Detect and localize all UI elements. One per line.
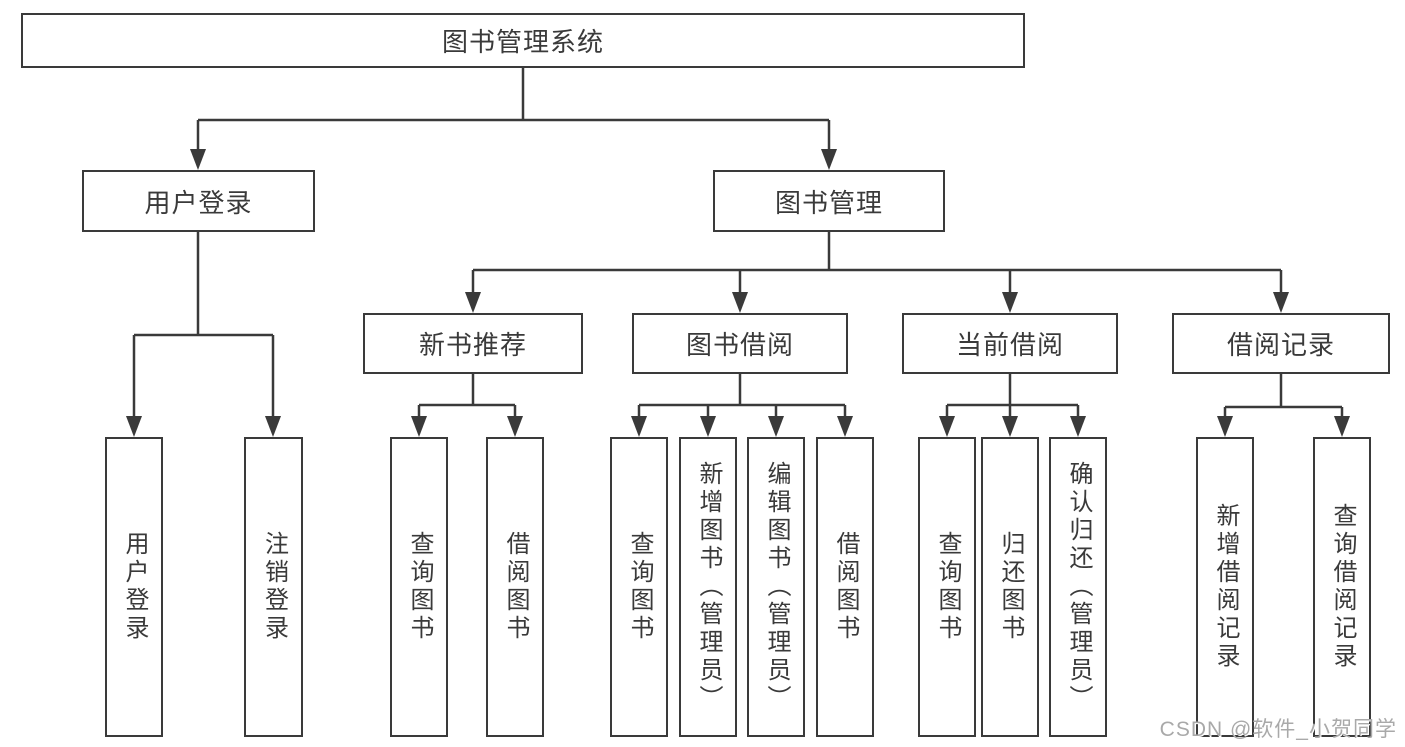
arrowhead-b1 <box>411 416 427 437</box>
node-book-borrow: 图书借阅 <box>632 313 848 374</box>
connector-borrow-records <box>1223 374 1344 420</box>
leaf-query-book-1: 查询图书 <box>390 437 448 737</box>
arrowhead-new-book <box>465 292 481 313</box>
leaf-borrow-book-2: 借阅图书 <box>816 437 874 737</box>
connector-new-book <box>417 374 517 420</box>
leaf-query-borrow-record-label: 查询借阅记录 <box>1329 503 1356 671</box>
connector-book-mgmt <box>471 232 1283 295</box>
node-new-book-recommend: 新书推荐 <box>363 313 583 374</box>
leaf-query-book-3-label: 查询图书 <box>934 531 961 643</box>
leaf-user-login-label: 用户登录 <box>121 531 148 643</box>
leaf-query-book-3: 查询图书 <box>918 437 976 737</box>
arrowhead-c1 <box>631 416 647 437</box>
node-new-book-recommend-label: 新书推荐 <box>418 330 527 360</box>
arrowhead-leaf-user-login <box>126 416 142 437</box>
connector-current-borrow <box>945 374 1080 420</box>
leaf-confirm-return-admin: 确认归还（管理员） <box>1049 437 1107 737</box>
node-user-login: 用户登录 <box>82 170 315 232</box>
leaf-add-borrow-record: 新增借阅记录 <box>1196 437 1254 737</box>
arrowhead-c3 <box>768 416 784 437</box>
arrowhead-c2 <box>700 416 716 437</box>
leaf-add-book-admin: 新增图书（管理员） <box>679 437 737 737</box>
node-book-mgmt: 图书管理 <box>713 170 945 232</box>
arrowhead-c4 <box>837 416 853 437</box>
arrowhead-d3 <box>1070 416 1086 437</box>
arrowhead-d2 <box>1002 416 1018 437</box>
leaf-logout-label: 注销登录 <box>260 531 288 643</box>
arrowhead-current-borrow <box>1002 292 1018 313</box>
node-borrow-records: 借阅记录 <box>1172 313 1390 374</box>
leaf-user-login: 用户登录 <box>105 437 163 737</box>
node-user-login-label: 用户登录 <box>144 187 253 218</box>
arrowhead-user-login <box>190 149 206 170</box>
leaf-logout: 注销登录 <box>244 437 303 737</box>
leaf-edit-book-admin: 编辑图书（管理员） <box>747 437 805 737</box>
leaf-borrow-book-1-label: 借阅图书 <box>502 531 529 643</box>
node-borrow-records-label: 借阅记录 <box>1226 330 1335 360</box>
node-book-borrow-label: 图书借阅 <box>685 330 794 360</box>
leaf-add-book-admin-label: 新增图书（管理员） <box>695 461 722 713</box>
leaf-edit-book-admin-label: 编辑图书（管理员） <box>763 461 790 713</box>
connector-user-login <box>132 232 275 419</box>
leaf-query-borrow-record: 查询借阅记录 <box>1313 437 1371 737</box>
leaf-return-book: 归还图书 <box>981 437 1039 737</box>
arrowhead-book-mgmt <box>821 149 837 170</box>
node-current-borrow-label: 当前借阅 <box>955 330 1064 360</box>
csdn-watermark: CSDN @软件_小贺同学 <box>1159 718 1397 741</box>
arrowhead-e1 <box>1217 416 1233 437</box>
connector-root-stem <box>196 68 831 152</box>
arrowhead-borrow-records <box>1273 292 1289 313</box>
leaf-add-borrow-record-label: 新增借阅记录 <box>1212 503 1239 671</box>
arrowhead-b2 <box>507 416 523 437</box>
leaf-query-book-2: 查询图书 <box>610 437 668 737</box>
node-root-label: 图书管理系统 <box>441 27 604 57</box>
node-current-borrow: 当前借阅 <box>902 313 1118 374</box>
arrowhead-book-borrow <box>732 292 748 313</box>
connector-book-borrow <box>637 374 847 420</box>
node-root: 图书管理系统 <box>21 13 1025 68</box>
leaf-query-book-2-label: 查询图书 <box>626 531 653 643</box>
arrowhead-leaf-logout <box>265 416 281 437</box>
arrowhead-e2 <box>1334 416 1350 437</box>
leaf-query-book-1-label: 查询图书 <box>406 531 433 643</box>
node-book-mgmt-label: 图书管理 <box>774 187 883 218</box>
leaf-return-book-label: 归还图书 <box>997 531 1024 643</box>
arrowhead-d1 <box>939 416 955 437</box>
leaf-borrow-book-1: 借阅图书 <box>486 437 544 737</box>
leaf-confirm-return-admin-label: 确认归还（管理员） <box>1065 461 1092 713</box>
leaf-borrow-book-2-label: 借阅图书 <box>832 531 859 643</box>
